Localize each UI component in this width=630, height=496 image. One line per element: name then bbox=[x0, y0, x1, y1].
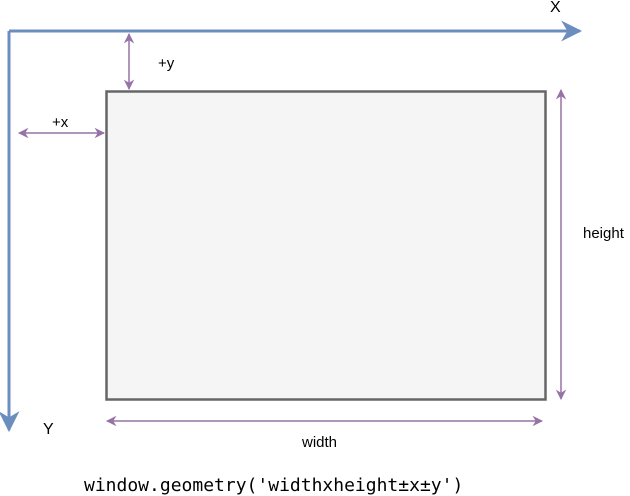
geometry-caption: window.geometry('widthxheight±x±y') bbox=[84, 475, 464, 496]
y-axis-label: Y bbox=[43, 421, 54, 438]
height-label: height bbox=[583, 225, 624, 242]
plus-x-label: +x bbox=[52, 114, 69, 131]
plus-y-label: +y bbox=[158, 55, 175, 72]
window-rectangle bbox=[105, 90, 547, 401]
width-label: width bbox=[302, 434, 338, 451]
x-axis-label: X bbox=[550, 0, 561, 16]
